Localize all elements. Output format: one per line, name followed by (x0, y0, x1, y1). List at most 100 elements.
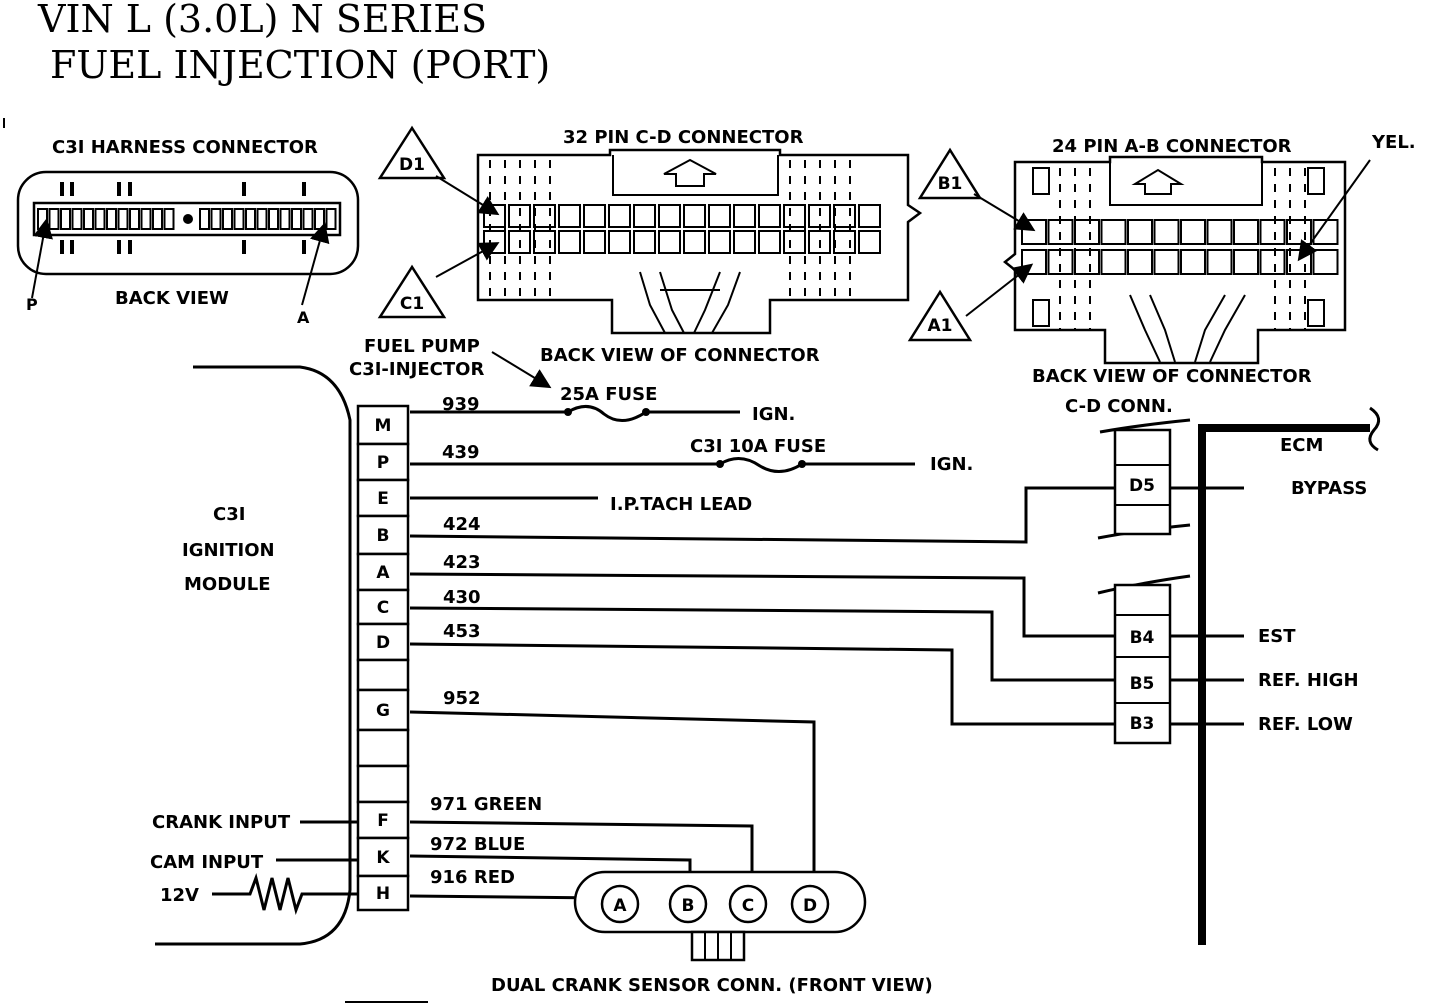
connector-32-pin-cell (708, 204, 731, 228)
ign-label-1: IGN. (752, 404, 795, 425)
module-pin-label: H (376, 884, 390, 904)
ecm-pin-b5: B5 (1130, 674, 1155, 694)
tag-c1: C1 (400, 294, 424, 314)
fuse-25a-icon (567, 405, 647, 422)
harness-pin-cell (279, 208, 291, 230)
sensor-pin-a (600, 884, 640, 924)
connector-24-pin-cell (1100, 249, 1127, 275)
connector-32-pin-cell (858, 204, 881, 228)
ecm-pin-b4: B4 (1130, 628, 1155, 648)
connector-24-back-view: BACK VIEW OF CONNECTOR (1032, 366, 1312, 387)
fuel-pump-label: FUEL PUMP (364, 336, 480, 357)
harness-pin-cell (140, 208, 152, 230)
ecm-pin-d5: D5 (1129, 476, 1155, 496)
connector-32-pin-cell (608, 230, 631, 254)
connector-32-pin-cell (658, 204, 681, 228)
connector-24-pin-cell (1127, 249, 1153, 275)
sensor-pin-d (790, 884, 830, 924)
connector-32-title: 32 PIN C-D CONNECTOR (563, 127, 804, 148)
connector-24-pin-cell (1180, 249, 1206, 275)
ecm-connector: C-D CONN. D5 B4 B5 B3 ECM BYPASS EST REF… (1065, 396, 1381, 945)
ecm-cd-conn-label: C-D CONN. (1065, 396, 1173, 417)
module-pin-label: P (377, 453, 389, 473)
module-pin-cell (356, 800, 410, 840)
connector-32-pin-cell (633, 230, 656, 254)
wire-424-label: 424 (443, 514, 481, 535)
harness-pin-cell (60, 208, 71, 230)
sensor-pin-b (668, 884, 708, 924)
connector-24-title: 24 PIN A-B CONNECTOR (1052, 136, 1292, 157)
ecm-label: ECM (1280, 435, 1323, 456)
connector-32-pin-cell (558, 230, 581, 254)
connector-32-pin-cell (758, 204, 781, 228)
module-pin-cell (356, 874, 410, 912)
harness-pin-cell (94, 208, 106, 230)
wire-916-label: 916 RED (430, 867, 515, 888)
crank-sensor-label: DUAL CRANK SENSOR CONN. (FRONT VIEW) (491, 975, 933, 996)
connector-24-pin-cell (1259, 249, 1286, 275)
connector-24-pin-cell (1127, 219, 1153, 245)
module-pin-cell (356, 836, 410, 878)
wire-971-label: 971 GREEN (430, 794, 542, 815)
module-pin-label: B (377, 526, 390, 546)
ign-label-2: IGN. (930, 454, 973, 475)
wire-430-label: 430 (443, 587, 481, 608)
harness-pin-cell (83, 208, 94, 230)
harness-pin-cell (71, 208, 83, 230)
connector-24-pin-cell (1206, 219, 1233, 245)
module-pin-cell (356, 764, 410, 804)
harness-connector-title: C3I HARNESS CONNECTOR (52, 137, 318, 158)
connector-24-pin-cell (1312, 249, 1339, 275)
connector-32-pin: 32 PIN C-D CONNECTOR D1 C1 BACK VIEW OF … (377, 125, 923, 366)
sensor-pin-label: D (803, 896, 817, 916)
fuse-10a-icon (719, 457, 803, 473)
harness-pin-cell (199, 208, 210, 230)
connector-32-pin-cell (633, 204, 656, 228)
fuse-25a-label: 25A FUSE (560, 384, 657, 405)
tag-a1: A1 (928, 316, 953, 336)
tag-b1: B1 (938, 174, 963, 194)
est-label: EST (1258, 626, 1296, 647)
cam-input-label: CAM INPUT (150, 852, 264, 873)
module-pin-cell (356, 514, 410, 556)
connector-32-pin-cell (683, 204, 706, 228)
harness-pin-cell (210, 208, 222, 230)
connector-24-pin-cell (1074, 249, 1100, 275)
module-pin-label: K (376, 848, 390, 868)
c3i-ignition-module: C3I IGNITION MODULE FUEL PUMP C3I-INJECT… (150, 336, 484, 946)
wires: 939 25A FUSE IGN. 439 C3I 10A FUSE IGN. … (409, 351, 1115, 900)
harness-pin-cell (152, 208, 163, 230)
c3i-harness-connector: C3I HARNESS CONNECTOR P BACK VIEW A (16, 137, 360, 327)
crank-input-label: CRANK INPUT (152, 812, 291, 833)
connector-24-pin-cell (1153, 249, 1180, 275)
connector-24-pin: 24 PIN A-B CONNECTOR YEL. B1 A1 BACK VIE… (907, 132, 1416, 387)
connector-32-pin-cell (708, 230, 731, 254)
fuse-10a-label: C3I 10A FUSE (690, 436, 826, 457)
harness-pin-cell (233, 208, 245, 230)
fuel-pump-injector-label: C3I-INJECTOR (349, 359, 484, 380)
connector-24-yel: YEL. (1371, 132, 1416, 153)
wire-439-label: 439 (442, 442, 480, 463)
module-name-module: MODULE (184, 574, 271, 595)
title-line1: VIN L (3.0L) N SERIES (37, 0, 487, 41)
wire-939-label: 939 (442, 394, 480, 415)
wire-423-label: 423 (443, 552, 481, 573)
module-pin-cell (356, 478, 410, 518)
connector-24-pin-cell (1180, 219, 1206, 245)
sensor-pin-c (728, 884, 768, 924)
wire-972-label: 972 BLUE (430, 834, 525, 855)
harness-pin-cell (129, 208, 140, 230)
module-pin-cell (356, 728, 410, 768)
module-pin-label: F (377, 811, 389, 831)
harness-pin-cell (245, 208, 256, 230)
resistor-icon (212, 872, 358, 916)
connector-32-pin-cell (558, 204, 581, 228)
module-name-ignition: IGNITION (182, 540, 275, 561)
module-pin-label: D (376, 633, 390, 653)
connector-32-pin-cell (608, 204, 631, 228)
module-pin-label: G (376, 701, 390, 721)
sensor-pin-label: B (682, 896, 695, 916)
harness-pin-cell (325, 208, 337, 230)
